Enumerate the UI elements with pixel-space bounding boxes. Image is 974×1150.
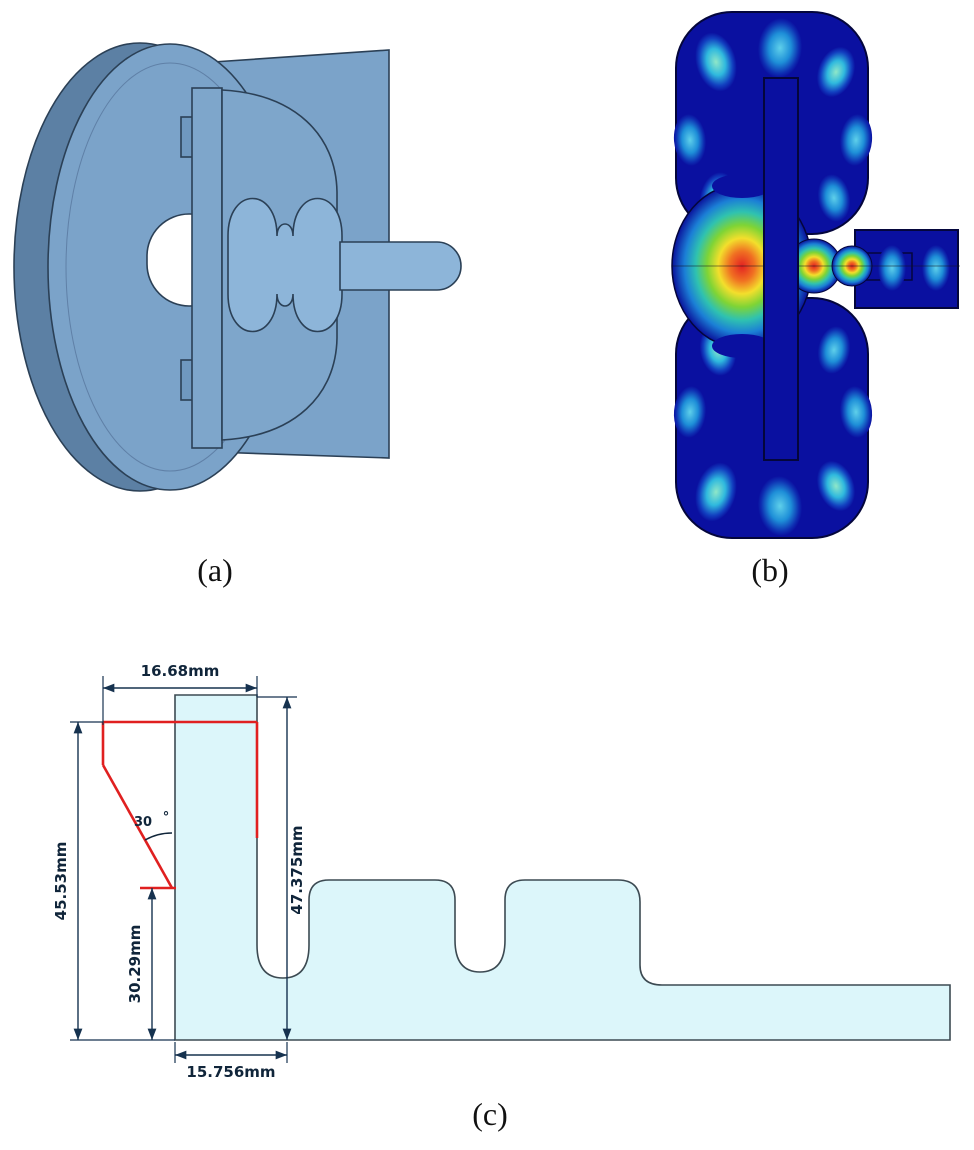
mode-spot [922, 245, 950, 291]
panel-a-label: (a) [197, 552, 233, 588]
dim-label-nose-height: 30.29mm [126, 925, 144, 1004]
mode-spot [817, 174, 851, 222]
mode-spot [839, 386, 873, 438]
cad-model-graphic [13, 42, 462, 492]
dim-label-overall-height: 45.53mm [52, 842, 70, 921]
angle-value-label: 30 [134, 815, 152, 830]
iris-wall-bar [763, 77, 799, 461]
mode-spot [816, 46, 856, 98]
mode-spot [839, 114, 873, 166]
mode-spot [695, 462, 737, 522]
mode-spot [673, 386, 707, 438]
simulation-graphic [671, 11, 960, 539]
cad-model-panel [0, 0, 500, 560]
mode-spot [757, 18, 803, 78]
dim-label-column-height: 47.375mm [288, 825, 306, 914]
cad-cavity-cells [227, 197, 343, 333]
cavity-profile-outline [174, 694, 951, 1041]
mode-spot [878, 245, 906, 291]
panel-c-label: (c) [472, 1096, 508, 1132]
mode-spot [757, 476, 803, 536]
nose-cone-top [712, 174, 772, 198]
dim-label-base-width: 15.756mm [186, 1063, 275, 1081]
simulation-panel [630, 0, 974, 570]
nose-cone-bottom [712, 334, 772, 358]
drawing-graphic: 30 ° 16.68mm 45.53mm 30.29mm 47.375mm 15… [52, 662, 951, 1081]
mode-spot [816, 460, 856, 512]
mode-spot [817, 326, 851, 374]
cad-vertical-plate [191, 87, 223, 449]
red-slant-line [101, 764, 174, 889]
panel-b-label: (b) [751, 552, 789, 588]
angle-unit-label: ° [163, 810, 170, 825]
angle-arc [144, 832, 173, 841]
mode-spot [695, 32, 737, 92]
dim-label-top-width: 16.68mm [141, 662, 220, 680]
drawing-panel: 30 ° 16.68mm 45.53mm 30.29mm 47.375mm 15… [0, 630, 974, 1100]
mode-spot [673, 114, 707, 166]
cad-beam-pipe [339, 241, 462, 291]
